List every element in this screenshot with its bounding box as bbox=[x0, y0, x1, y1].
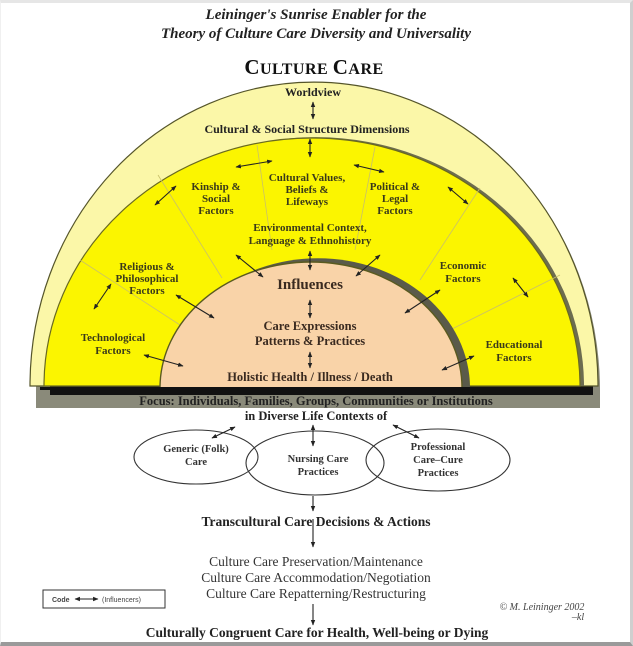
professional-care-ellipse bbox=[365, 428, 511, 492]
double-arrow-icon bbox=[404, 289, 441, 314]
copyright-line-1: © M. Leininger 2002 bbox=[500, 602, 585, 613]
factor-economic: Economic Factors bbox=[440, 260, 487, 285]
svg-text:Factors: Factors bbox=[129, 285, 165, 297]
double-arrow-icon bbox=[93, 283, 112, 310]
factor-environment: Environmental Context, Language & Ethnoh… bbox=[249, 222, 372, 247]
double-arrow-icon bbox=[392, 424, 420, 439]
svg-text:Technological: Technological bbox=[81, 332, 145, 344]
culture-care-heading: CULTURE CARE bbox=[244, 55, 383, 79]
mode-repatterning: Culture Care Repatterning/Restructuring bbox=[206, 586, 426, 601]
svg-text:Religious &: Religious & bbox=[119, 261, 174, 273]
care-systems: Generic (Folk) Care Nursing Care Practic… bbox=[133, 424, 511, 496]
core-base-line bbox=[40, 387, 585, 390]
double-arrow-icon bbox=[154, 185, 177, 206]
worldview-label: Worldview bbox=[285, 85, 341, 99]
care-modes: Culture Care Preservation/Maintenance Cu… bbox=[201, 554, 431, 601]
svg-text:Care–Cure: Care–Cure bbox=[413, 455, 463, 466]
svg-text:Factors: Factors bbox=[496, 352, 532, 364]
double-arrow-icon bbox=[355, 254, 381, 277]
double-arrow-icon bbox=[353, 163, 385, 174]
care-expressions-line-1: Care Expressions bbox=[264, 319, 357, 333]
svg-text:Cultural Values,: Cultural Values, bbox=[269, 172, 346, 184]
core-area bbox=[159, 261, 463, 389]
svg-text:Factors: Factors bbox=[198, 205, 234, 217]
svg-text:Lifeways: Lifeways bbox=[286, 196, 329, 208]
svg-text:Political &: Political & bbox=[370, 181, 420, 193]
svg-text:Nursing Care: Nursing Care bbox=[288, 454, 349, 465]
svg-text:Generic (Folk): Generic (Folk) bbox=[163, 444, 229, 455]
holistic-health-label: Holistic Health / Illness / Death bbox=[227, 370, 393, 384]
legend-code-label: Code bbox=[52, 597, 70, 604]
care-expressions-line-2: Patterns & Practices bbox=[255, 334, 365, 348]
svg-text:Practices: Practices bbox=[298, 467, 339, 478]
double-arrow-icon bbox=[235, 254, 264, 278]
focus-line-2: in Diverse Life Contexts of bbox=[245, 409, 388, 423]
svg-text:Practices: Practices bbox=[418, 468, 459, 479]
factor-cultural-values: Cultural Values, Beliefs & Lifeways bbox=[269, 172, 346, 208]
svg-text:Educational: Educational bbox=[486, 339, 543, 351]
svg-text:Environmental Context,: Environmental Context, bbox=[253, 222, 367, 234]
svg-text:Kinship &: Kinship & bbox=[191, 181, 240, 193]
factor-religious: Religious & Philosophical Factors bbox=[116, 261, 179, 297]
svg-text:Factors: Factors bbox=[377, 205, 413, 217]
factor-political: Political & Legal Factors bbox=[370, 181, 420, 217]
double-arrow-icon bbox=[512, 277, 529, 298]
decisions-label: Transcultural Care Decisions & Actions bbox=[202, 514, 431, 529]
title-line-1: Leininger's Sunrise Enabler for the bbox=[205, 7, 427, 23]
generic-care-ellipse bbox=[133, 429, 259, 485]
legend-meaning: (Influencers) bbox=[102, 597, 141, 604]
svg-text:Language & Ethnohistory: Language & Ethnohistory bbox=[249, 235, 372, 247]
influencer-arrows bbox=[93, 101, 529, 371]
mode-preservation: Culture Care Preservation/Maintenance bbox=[209, 554, 423, 569]
svg-text:Professional: Professional bbox=[411, 442, 466, 453]
svg-text:Social: Social bbox=[202, 193, 230, 205]
influences-label: Influences bbox=[277, 277, 343, 293]
double-arrow-icon bbox=[447, 186, 469, 205]
factor-educational: Educational Factors bbox=[486, 339, 543, 364]
double-arrow-icon bbox=[441, 355, 475, 371]
focus-line-1: Focus: Individuals, Families, Groups, Co… bbox=[139, 394, 493, 408]
svg-text:Philosophical: Philosophical bbox=[116, 273, 179, 285]
double-arrow-icon bbox=[211, 426, 236, 439]
base-shadow bbox=[50, 386, 593, 395]
svg-text:Care: Care bbox=[185, 457, 207, 468]
double-arrow-icon bbox=[175, 294, 215, 319]
svg-text:Economic: Economic bbox=[440, 260, 487, 272]
title-line-2: Theory of Culture Care Diversity and Uni… bbox=[161, 26, 471, 42]
factor-technological: Technological Factors bbox=[81, 332, 145, 357]
svg-text:Factors: Factors bbox=[445, 273, 481, 285]
factor-kinship: Kinship & Social Factors bbox=[191, 181, 240, 217]
double-arrow-icon bbox=[143, 354, 184, 367]
svg-text:Legal: Legal bbox=[382, 193, 408, 205]
outcome-label: Culturally Congruent Care for Health, We… bbox=[146, 625, 489, 640]
svg-text:Beliefs &: Beliefs & bbox=[285, 184, 328, 196]
svg-text:Factors: Factors bbox=[95, 345, 131, 357]
mode-accommodation: Culture Care Accommodation/Negotiation bbox=[201, 570, 431, 585]
legend-box: Code (Influencers) bbox=[42, 589, 166, 609]
copyright-line-2: –kl bbox=[571, 612, 584, 623]
dimensions-label: Cultural & Social Structure Dimensions bbox=[204, 122, 409, 136]
double-arrow-icon bbox=[235, 159, 273, 169]
